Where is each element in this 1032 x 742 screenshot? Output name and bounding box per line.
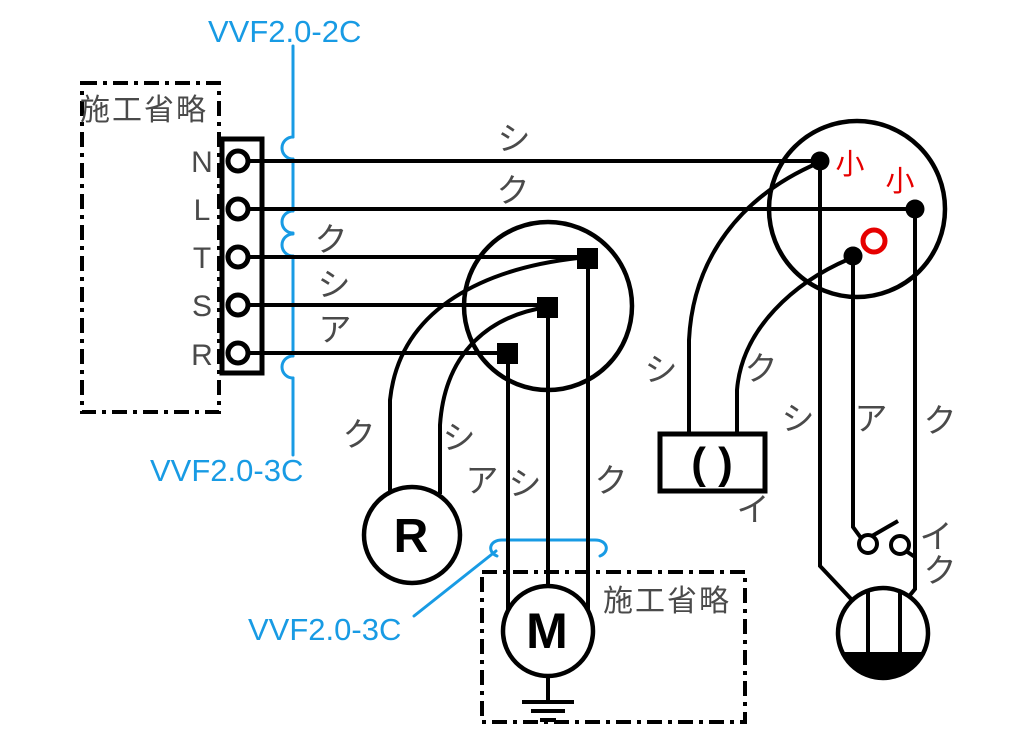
terminal-label-l: L xyxy=(194,194,211,227)
motor-letter: M xyxy=(526,603,568,659)
connector-square-t xyxy=(577,248,598,269)
connector-square-r xyxy=(497,343,518,364)
sleeve-dot-black xyxy=(905,199,925,219)
sleeve-stamp-circle xyxy=(860,227,888,255)
terminal-label-n: N xyxy=(191,146,213,179)
cable-marker-2c xyxy=(280,44,295,235)
wire-label-drop-black: ク xyxy=(924,402,957,439)
wire-label-motor-red: ア xyxy=(466,462,499,499)
switch-lever xyxy=(871,519,899,538)
wire-ceiling-white-curve xyxy=(687,161,819,434)
terminal-n xyxy=(225,148,251,174)
ceiling-light-symbol: ( ) xyxy=(691,439,733,488)
wire-label-ceiling-white: シ xyxy=(645,351,678,388)
switch-link xyxy=(904,549,917,559)
wire-label-motor-white: シ xyxy=(509,465,542,502)
wire-label-l-black: ク xyxy=(497,172,530,209)
ground-symbol xyxy=(522,676,574,722)
sleeve-dot-white xyxy=(810,151,830,171)
ceiling-light-id-label: イ xyxy=(737,491,770,528)
wire-label-t-black: ク xyxy=(315,221,348,258)
wire-label-lamp-white: シ xyxy=(443,419,476,456)
source-omission-label: 施工省略 xyxy=(80,94,208,127)
cable-label-left: VVF2.0-3C xyxy=(150,453,303,488)
wire-lamp-black-curve xyxy=(388,256,579,493)
joint-box-right xyxy=(766,118,948,300)
cable-label-bottom: VVF2.0-3C xyxy=(248,612,401,647)
switch-contact-right xyxy=(889,534,911,556)
source-omission-box xyxy=(80,81,221,414)
wire-label-motor-black: ク xyxy=(595,462,628,499)
wire-switch-red-drop xyxy=(851,260,863,540)
outlet xyxy=(835,585,931,681)
wire-label-drop-red: ア xyxy=(855,400,888,437)
terminal-t xyxy=(225,244,251,270)
sleeve-mark-right: 小 xyxy=(885,166,914,198)
ceiling-light-box xyxy=(657,431,768,494)
wire-ceiling-black-curve xyxy=(735,257,850,434)
connector-square-s xyxy=(537,297,558,318)
switch-contact-left xyxy=(857,533,879,555)
terminal-s xyxy=(225,292,251,318)
lamp-receptacle-letter: R xyxy=(394,510,429,563)
wire-label-r-red: ア xyxy=(319,311,352,348)
switch xyxy=(857,519,917,559)
wire-label-n-white: シ xyxy=(498,120,531,157)
wire-label-s-white: シ xyxy=(318,266,351,303)
sleeve-dot-switch xyxy=(843,246,863,266)
terminal-r xyxy=(225,340,251,366)
motor-omission-label: 施工省略 xyxy=(603,585,731,618)
terminal-label-s: S xyxy=(192,290,212,323)
terminal-l xyxy=(225,196,251,222)
cable-marker-3c-left xyxy=(280,232,295,457)
terminal-label-t: T xyxy=(193,242,211,275)
wire-lamp-white-curve xyxy=(438,305,549,494)
motor-omission-box xyxy=(480,570,747,724)
terminal-label-r: R xyxy=(191,339,213,372)
switch-id-label: イ xyxy=(920,518,953,555)
cable-label-top: VVF2.0-2C xyxy=(208,14,361,49)
wire-outlet-white-drop xyxy=(818,166,854,602)
wire-label-ceiling-black: ク xyxy=(745,350,778,387)
lamp-receptacle xyxy=(361,484,463,586)
wire-label-lamp-black: ク xyxy=(343,416,376,453)
sleeve-mark-left: 小 xyxy=(835,149,864,181)
wire-label-switch-black: ク xyxy=(924,552,957,589)
wire-label-drop-white: シ xyxy=(782,400,815,437)
